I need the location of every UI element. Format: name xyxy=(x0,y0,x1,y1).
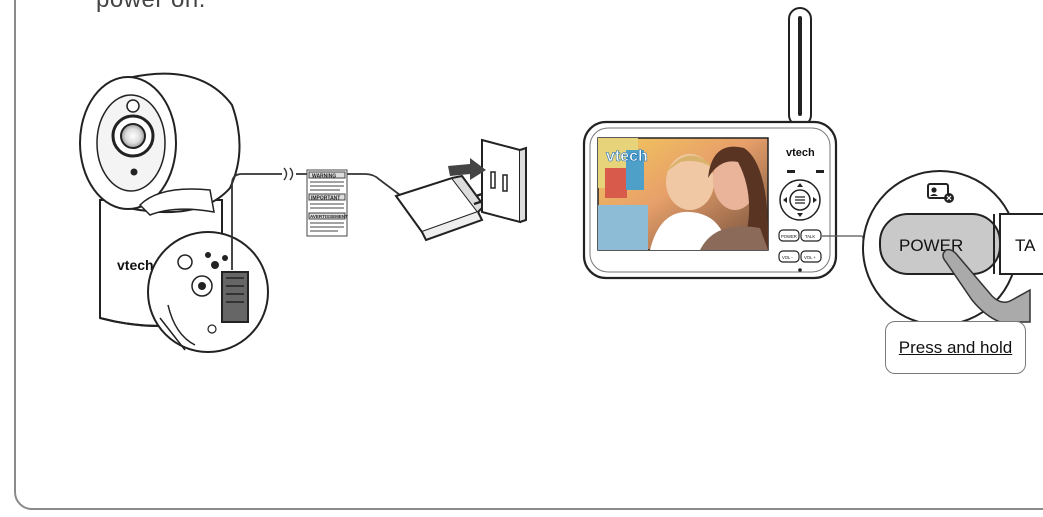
power-zoom: POWER TA xyxy=(863,171,1043,325)
parent-unit: vtech vtech POWER TALK VOL - VOL + xyxy=(584,8,870,278)
warning-tag: WARNING IMPORTANT AVERTISSEMENT xyxy=(307,170,348,236)
warning-tag-line-3: AVERTISSEMENT xyxy=(310,214,348,219)
warning-tag-line-1: WARNING xyxy=(312,174,336,180)
warning-tag-line-2: IMPORTANT xyxy=(311,196,340,202)
talk-button-label: TALK xyxy=(805,234,815,239)
press-and-hold-text: Press and hold xyxy=(899,338,1012,358)
zoom-talk-label: TA xyxy=(1015,236,1036,255)
camera-brand-label: vtech xyxy=(117,257,154,273)
vol-down-label: VOL - xyxy=(782,255,793,260)
power-adapter xyxy=(396,176,494,240)
vol-up-label: VOL + xyxy=(804,255,816,260)
press-and-hold-callout: Press and hold xyxy=(885,321,1026,374)
power-button-label: POWER xyxy=(781,234,797,239)
parent-unit-brand: vtech xyxy=(786,147,815,159)
camera-port-zoom xyxy=(148,232,268,352)
screen-logo: vtech xyxy=(606,148,648,165)
